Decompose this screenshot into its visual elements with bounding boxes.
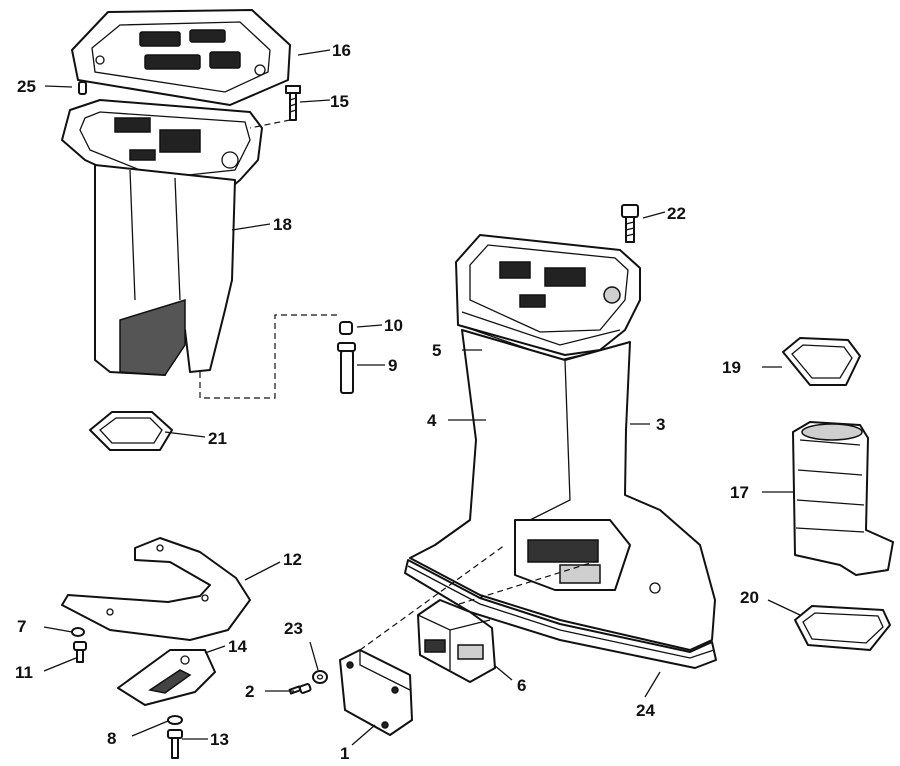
callout-1: 1 [340,744,349,763]
callout-14: 14 [228,637,247,656]
part-14-bracket [117,649,216,706]
callout-7: 7 [17,617,26,636]
part-22-bolt [621,204,639,243]
callout-24: 24 [636,701,655,720]
part-19-gasket [782,337,861,386]
part-18-exhaust-housing [61,99,263,376]
callout-15: 15 [330,92,349,111]
callout-12: 12 [283,550,302,569]
part-17-exhaust-tube [792,421,894,576]
callout-11: 11 [15,663,33,682]
callout-18: 18 [273,215,292,234]
callout-13: 13 [210,730,229,749]
part-1-cover [339,649,413,736]
dashed-guide-6 [439,559,601,611]
part-15-screw [285,85,301,121]
dashed-guide-18-9 [199,314,340,399]
part-10-spacer [339,321,353,335]
callout-2: 2 [245,682,254,701]
part-24-exhaust-plate [404,559,717,669]
part-12-plate [61,537,251,641]
part-11-bolt [73,641,87,663]
leader-lines [43,49,801,746]
part-6-block [417,599,496,683]
callout-4: 4 [427,411,437,430]
dashed-guide-15-18 [249,119,291,129]
part-8-washer [167,715,183,725]
part-21-gasket [89,411,173,451]
callout-5: 5 [432,341,441,360]
callout-8: 8 [107,729,116,748]
callout-25: 25 [17,77,36,96]
callout-23: 23 [284,619,303,638]
part-9-tube [337,342,356,394]
part-2-screw [288,683,312,695]
part-20-gasket [794,605,891,651]
callout-20: 20 [740,588,759,607]
callout-21: 21 [208,429,227,448]
callout-3: 3 [656,415,665,434]
callout-labels: 16 25 15 18 22 10 9 5 4 3 21 19 17 20 12… [15,41,759,763]
part-13-bolt [167,729,183,759]
part-25-dowel-pin [78,81,87,95]
part-16-gasket [71,9,291,106]
part-23-washer [312,670,328,684]
callout-6: 6 [517,676,526,695]
callout-9: 9 [388,356,397,375]
part-3-driveshaft-housing [409,234,716,651]
callout-10: 10 [384,316,403,335]
callout-19: 19 [722,358,741,377]
callout-16: 16 [332,41,351,60]
callout-22: 22 [667,204,686,223]
part-7-washer [71,627,85,637]
callout-17: 17 [730,483,749,502]
